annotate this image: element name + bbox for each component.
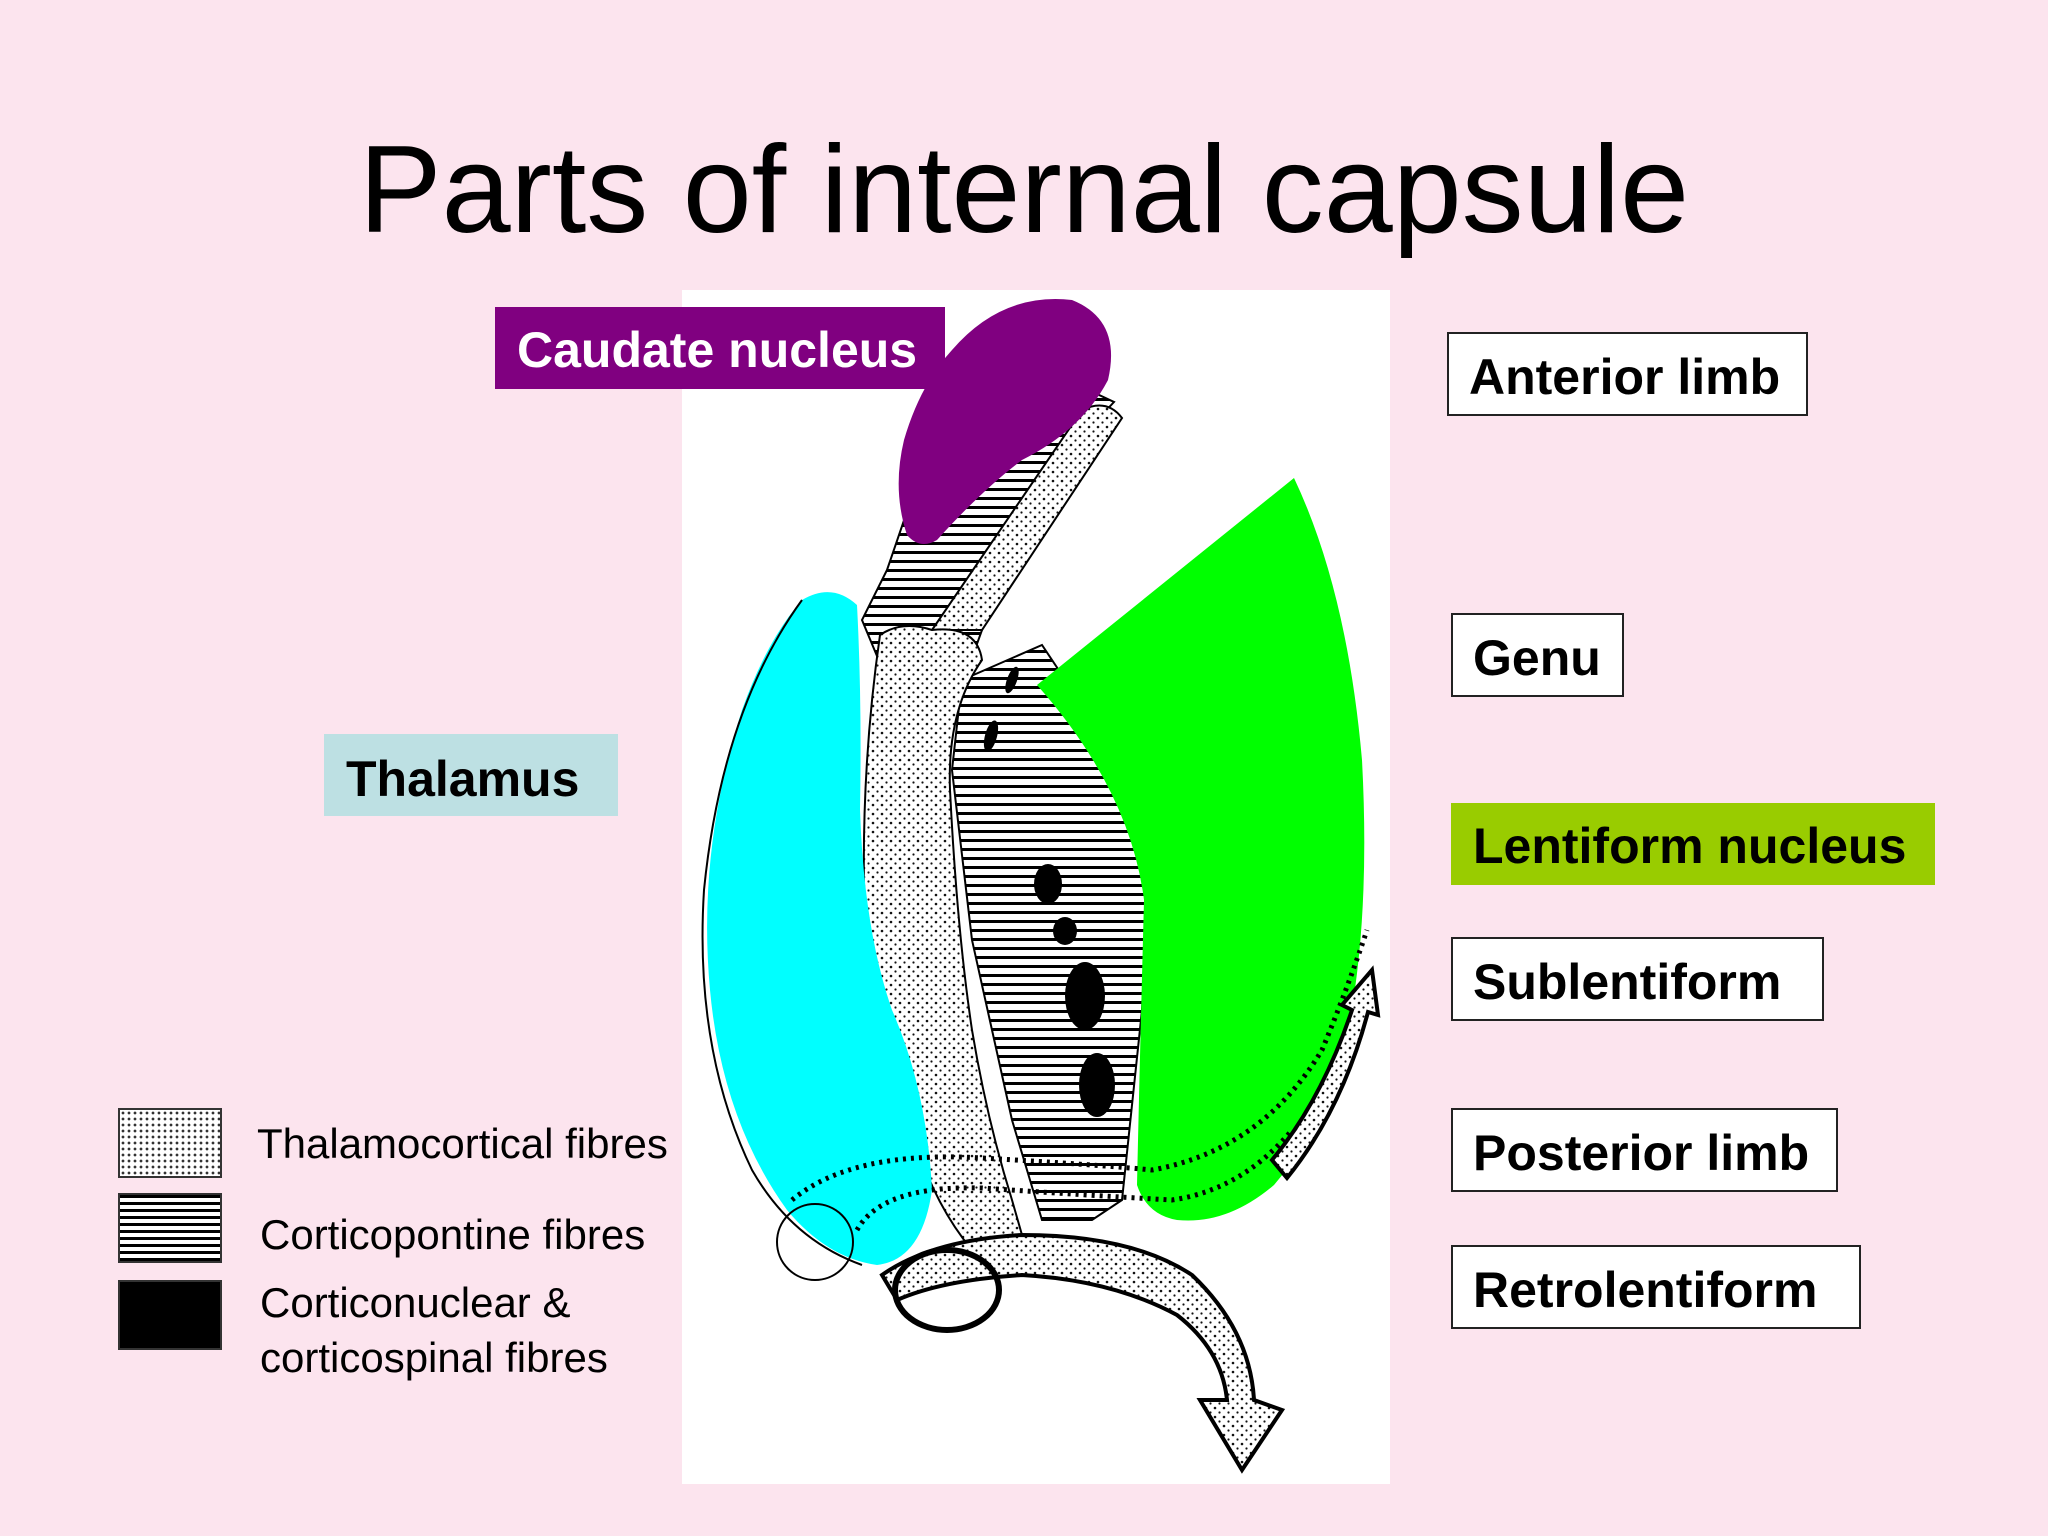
internal-capsule-diagram <box>682 290 1390 1484</box>
legend-swatch-solid <box>118 1280 222 1350</box>
lateral-geniculate-circle <box>776 1203 854 1281</box>
lentiform-nucleus-text: Lentiform nucleus <box>1473 818 1907 874</box>
legend-swatch-dotted <box>118 1108 222 1178</box>
diagram-outline <box>701 599 863 1266</box>
diagram-svg <box>701 299 1381 1474</box>
anterior-limb-label: Anterior limb <box>1447 332 1808 416</box>
auditory-radiation-path <box>854 1128 1294 1232</box>
legend-corticopontine-text: Corticopontine fibres <box>260 1211 646 1258</box>
optic-radiation-path <box>790 929 1370 1202</box>
thalamus-shape <box>707 592 932 1265</box>
caudate-nucleus-text: Caudate nucleus <box>517 322 918 378</box>
medial-geniculate-circle <box>892 1247 1002 1333</box>
posterior-limb-label: Posterior limb <box>1451 1108 1838 1192</box>
retrolentiform-label: Retrolentiform <box>1451 1245 1861 1329</box>
caudate-nucleus-label: Caudate nucleus <box>495 307 945 389</box>
corticospinal-marks <box>983 666 1115 1117</box>
thalamus-label: Thalamus <box>324 734 618 816</box>
sublentiform-label: Sublentiform <box>1451 937 1824 1021</box>
legend-corticospinal-line1: Corticonuclear & <box>260 1279 571 1326</box>
sublentiform-arrow <box>879 1232 1286 1474</box>
genu-label: Genu <box>1451 613 1624 697</box>
legend-corticospinal-line2: corticospinal fibres <box>260 1334 608 1382</box>
legend-swatch-striped <box>118 1193 222 1263</box>
legend-corticospinal-text: Corticonuclear & corticospinal fibres <box>260 1275 608 1386</box>
caudate-nucleus-shape <box>898 299 1112 544</box>
legend-thalamocortical-text: Thalamocortical fibres <box>257 1120 668 1167</box>
lentiform-nucleus-label: Lentiform nucleus <box>1451 803 1935 885</box>
retrolentiform-arrow <box>1269 965 1381 1182</box>
thalamus-text: Thalamus <box>346 751 580 807</box>
page-title: Parts of internal capsule <box>358 121 1690 259</box>
lentiform-nucleus-shape <box>1037 478 1365 1221</box>
